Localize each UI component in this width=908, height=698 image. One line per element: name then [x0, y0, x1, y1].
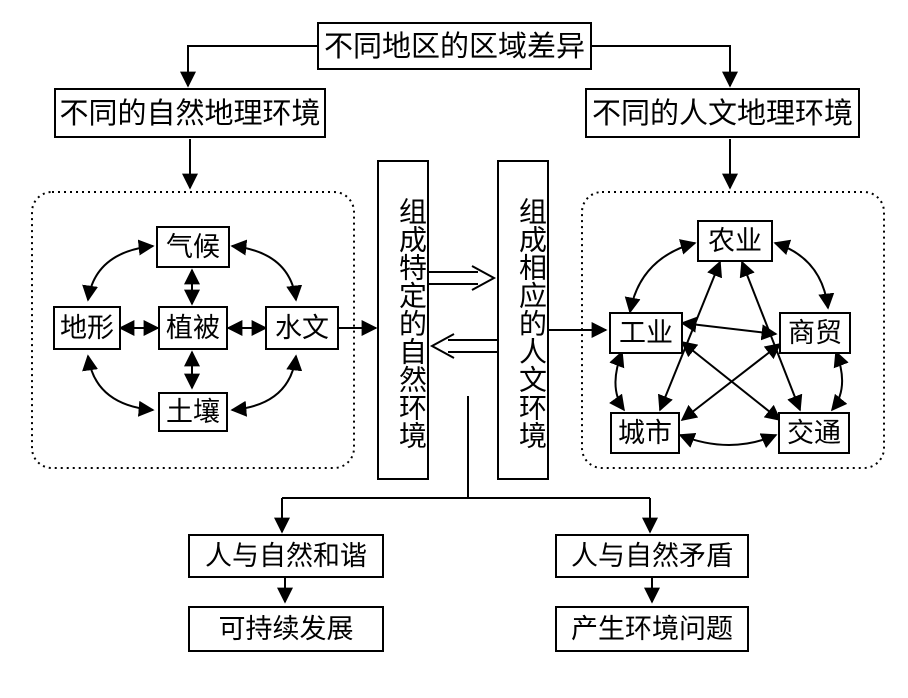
harmony-box: 人与自然和谐: [188, 534, 384, 578]
natural-region-frame: [31, 191, 355, 469]
arrow-center-right-head: [471, 265, 497, 291]
human-environment-box: 不同的人文地理环境: [585, 88, 860, 138]
environmental-problems-box: 产生环境问题: [555, 606, 749, 652]
link-commerce-transport: [830, 350, 849, 412]
arrow-top-to-human: [592, 45, 738, 88]
node-climate: 气候: [156, 226, 230, 268]
natural-env-vertical-box: 组成特定的自然环境: [377, 160, 429, 480]
link-landform-soil: [82, 354, 155, 417]
link-hydrology-soil: [230, 354, 303, 417]
arrow-top-to-natural: [180, 45, 317, 88]
conflict-box: 人与自然矛盾: [555, 534, 749, 578]
node-industry: 工业: [609, 312, 683, 354]
human-env-vertical-box: 组成相应的人文环境: [497, 160, 549, 480]
link-climate-landform: [82, 239, 155, 302]
link-city-transport: [678, 432, 778, 449]
natural-environment-box: 不同的自然地理环境: [54, 88, 326, 138]
link-industry-city: [609, 350, 625, 412]
node-hydrology: 水文: [265, 306, 339, 350]
node-landform: 地形: [53, 306, 121, 350]
regional-differences-box: 不同地区的区域差异: [317, 22, 592, 70]
link-agriculture-industry: [624, 239, 697, 314]
link-commerce-city: [680, 343, 782, 421]
link-agriculture-commerce: [773, 239, 835, 310]
link-industry-commerce: [680, 316, 778, 341]
node-city: 城市: [610, 412, 680, 454]
node-commerce: 商贸: [779, 312, 851, 354]
node-soil: 土壤: [158, 392, 228, 432]
link-climate-hydrology: [230, 239, 303, 302]
node-vegetation: 植被: [158, 306, 228, 350]
sustainable-development-box: 可持续发展: [188, 606, 384, 652]
node-agriculture: 农业: [697, 220, 773, 262]
human-region-frame: [581, 191, 885, 469]
node-transport: 交通: [778, 412, 850, 454]
arrow-center-left-head: [429, 333, 455, 359]
